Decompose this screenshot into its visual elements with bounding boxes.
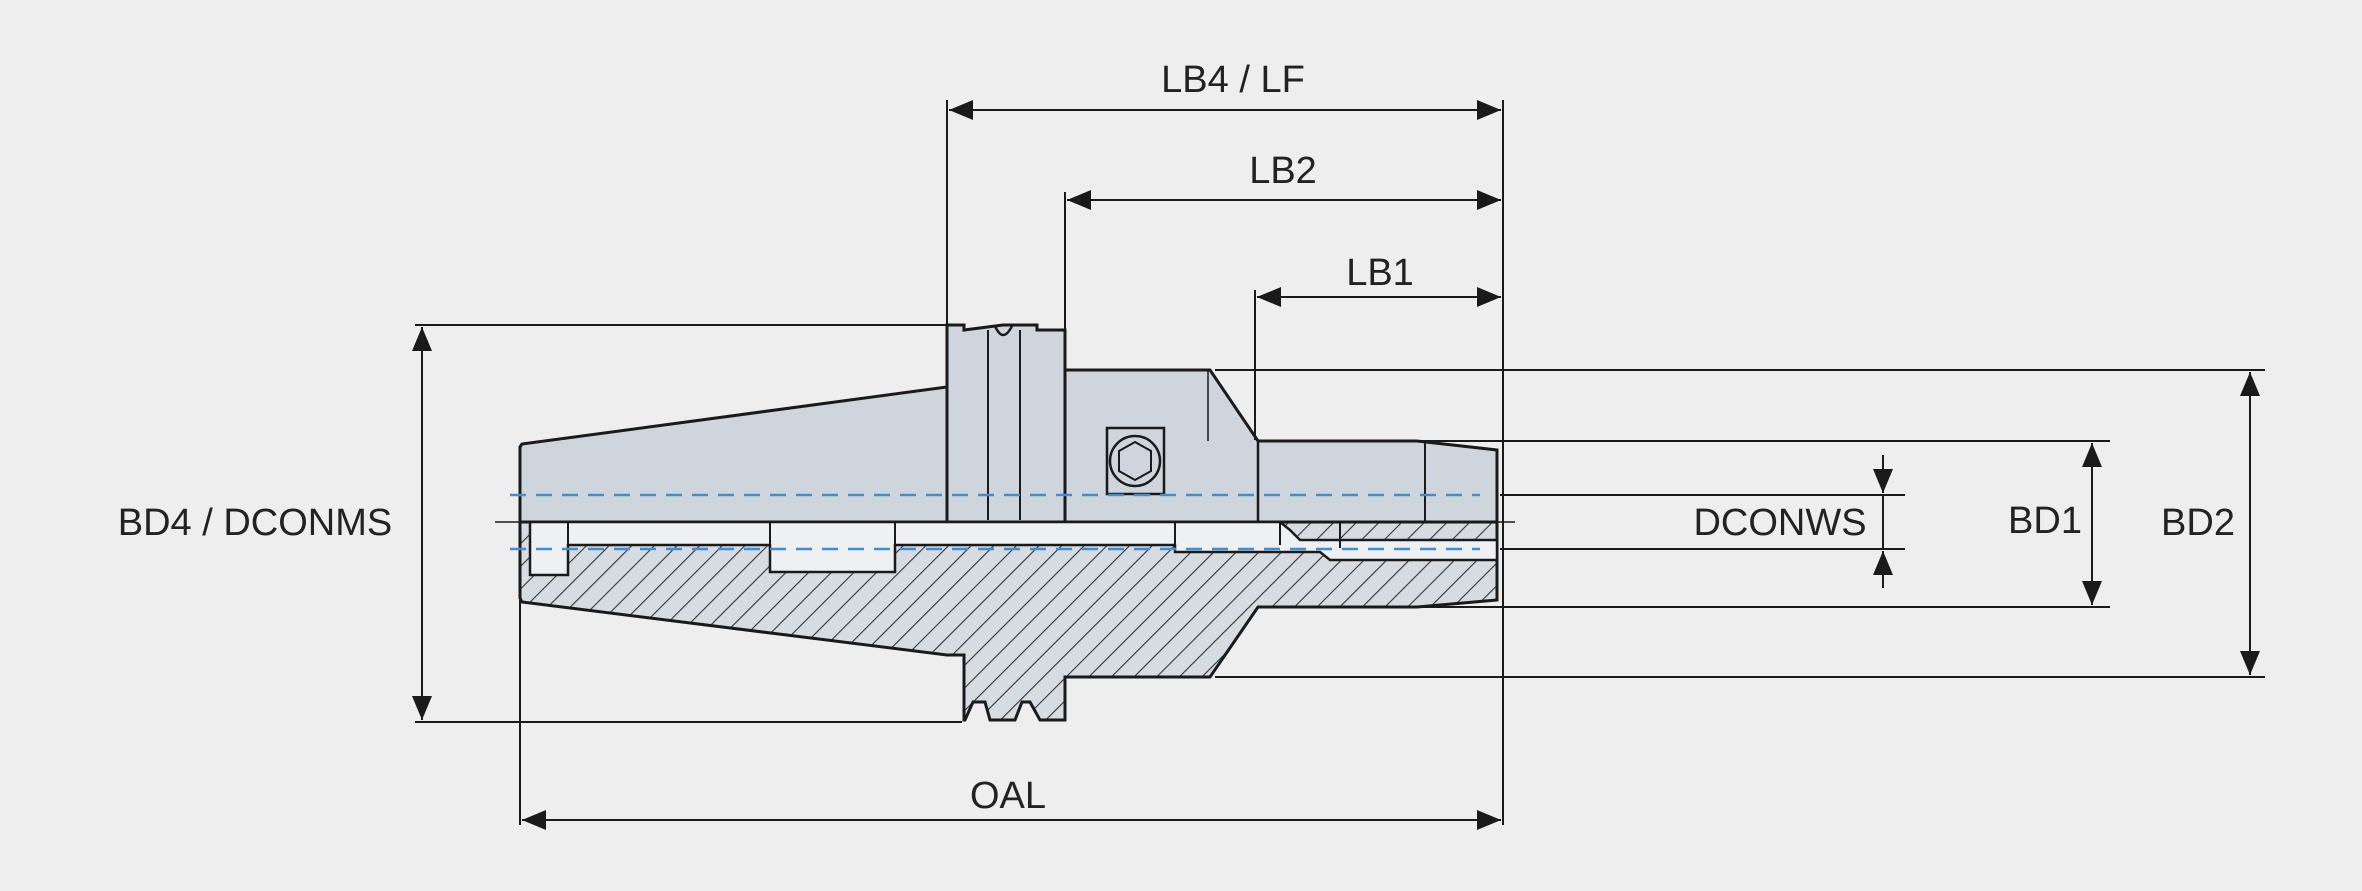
label-bd4-dconms: BD4 / DCONMS xyxy=(118,502,392,544)
label-bd1: BD1 xyxy=(2008,500,2082,542)
label-oal: OAL xyxy=(970,775,1046,817)
dimensions xyxy=(412,100,2265,830)
set-screw xyxy=(1105,426,1166,496)
label-lb1: LB1 xyxy=(1346,252,1414,294)
center-lines xyxy=(495,493,1515,551)
label-bd2: BD2 xyxy=(2161,502,2235,544)
dimension-labels: LB4 / LF LB2 LB1 BD4 / DCONMS DCONWS BD1… xyxy=(118,59,2235,817)
label-lb2: LB2 xyxy=(1249,150,1317,192)
lower-half-section xyxy=(518,520,1499,722)
label-lb4-lf: LB4 / LF xyxy=(1161,59,1305,101)
flange-groove-top xyxy=(993,325,1014,337)
upper-half-exterior xyxy=(518,323,1499,524)
label-dconws: DCONWS xyxy=(1693,502,1866,544)
